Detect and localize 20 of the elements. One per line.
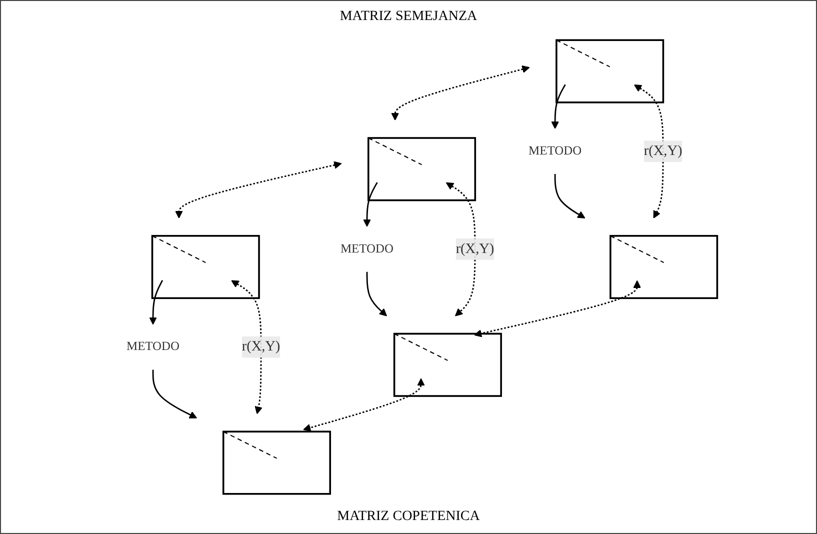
node-text: METODO (126, 340, 180, 354)
edge-label: r(X,Y) (456, 241, 494, 256)
edge-label: r(X,Y) (242, 339, 280, 354)
arrow (366, 272, 387, 316)
row-heading: MATRIZ COPETENICA (337, 509, 480, 525)
arrow (551, 84, 566, 129)
arrow (303, 378, 425, 432)
node-text: METODO (528, 144, 582, 158)
arrow (391, 65, 530, 121)
arrow (474, 280, 642, 338)
arrow (554, 174, 586, 218)
arrow (446, 182, 476, 316)
row-heading: MATRIZ SEMEJANZA (340, 9, 478, 25)
arrow (363, 182, 378, 227)
arrow (152, 370, 198, 418)
arrow (231, 280, 262, 414)
edge-label: r(X,Y) (644, 143, 682, 158)
node-text: METODO (340, 242, 394, 256)
arrow (175, 161, 342, 218)
arrow (149, 280, 164, 325)
